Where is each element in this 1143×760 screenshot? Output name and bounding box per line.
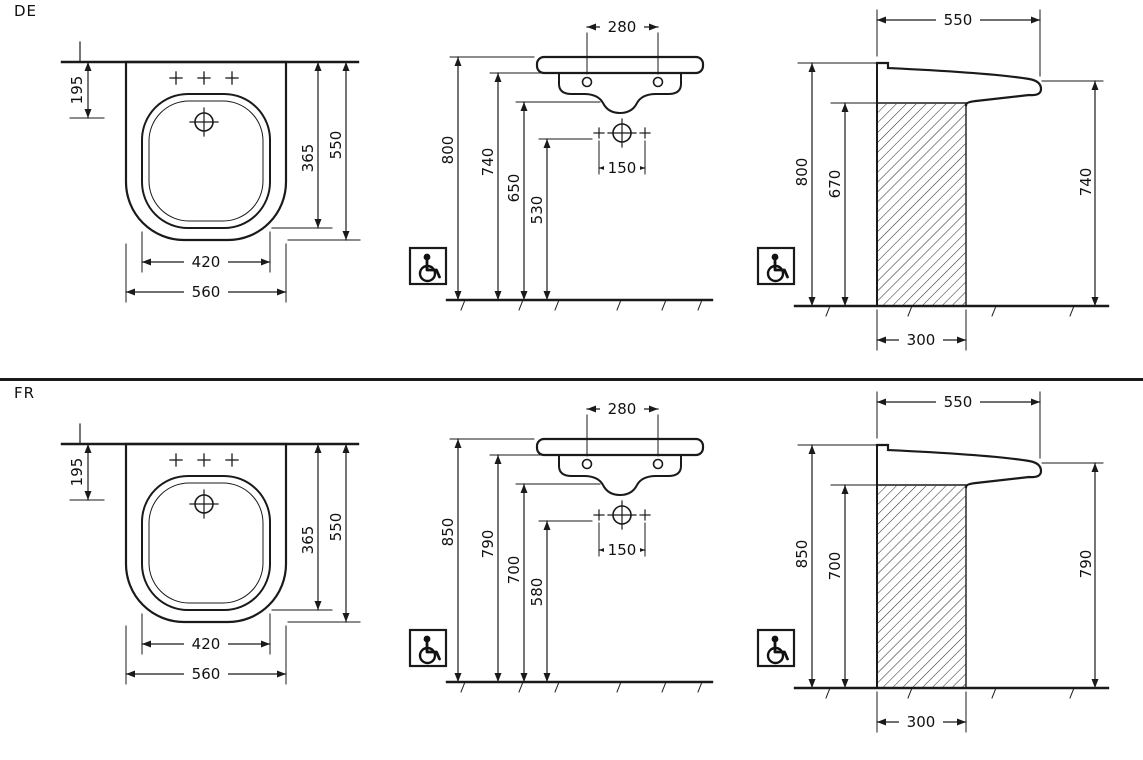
section-label: DE (14, 2, 37, 20)
dim-wall-offset-label: 195 (68, 458, 86, 487)
dim-total-width-label: 560 (192, 665, 221, 683)
section-label: FR (14, 384, 35, 402)
dim-clearance-height-label: 580 (528, 578, 546, 607)
dim-total-depth-label: 550 (327, 513, 345, 542)
dim-tap-hole-spacing-label: 280 (608, 18, 637, 36)
dim-mid-height-label: 650 (505, 174, 523, 203)
dim-total-depth-label: 550 (327, 131, 345, 160)
dim-mid-height-label: 700 (505, 556, 523, 585)
dim-side-depth-label: 550 (944, 393, 973, 411)
drawing-row-de: DE 195 365 550 420 560 280 800 740 650 5… (14, 2, 1143, 378)
dim-under-rim-height-label: 740 (479, 148, 497, 177)
dim-side-clearance-height-label: 670 (826, 170, 844, 199)
dim-under-rim-height-label: 790 (479, 530, 497, 559)
dim-knee-depth-label: 300 (907, 331, 936, 349)
dim-bowl-width-label: 420 (192, 635, 221, 653)
dim-wall-offset-label: 195 (68, 76, 86, 105)
dim-bowl-width-label: 420 (192, 253, 221, 271)
dim-tap-spacing-label: 150 (608, 541, 637, 559)
section-divider (0, 378, 1143, 381)
dim-total-width-label: 560 (192, 283, 221, 301)
dim-side-front-height-label: 790 (1077, 550, 1095, 579)
dim-tap-spacing-label: 150 (608, 159, 637, 177)
drawing-row-fr: FR 195 365 550 420 560 280 850 790 700 5… (14, 384, 1143, 760)
dim-side-front-height-label: 740 (1077, 168, 1095, 197)
dim-side-rim-height-label: 800 (793, 158, 811, 187)
dim-knee-depth-label: 300 (907, 713, 936, 731)
dim-side-depth-label: 550 (944, 11, 973, 29)
dim-bowl-depth-label: 365 (299, 526, 317, 555)
dim-side-rim-height-label: 850 (793, 540, 811, 569)
dim-bowl-depth-label: 365 (299, 144, 317, 173)
dim-rim-height-label: 800 (439, 136, 457, 165)
dim-tap-hole-spacing-label: 280 (608, 400, 637, 418)
dim-clearance-height-label: 530 (528, 196, 546, 225)
dim-side-clearance-height-label: 700 (826, 552, 844, 581)
dim-rim-height-label: 850 (439, 518, 457, 547)
